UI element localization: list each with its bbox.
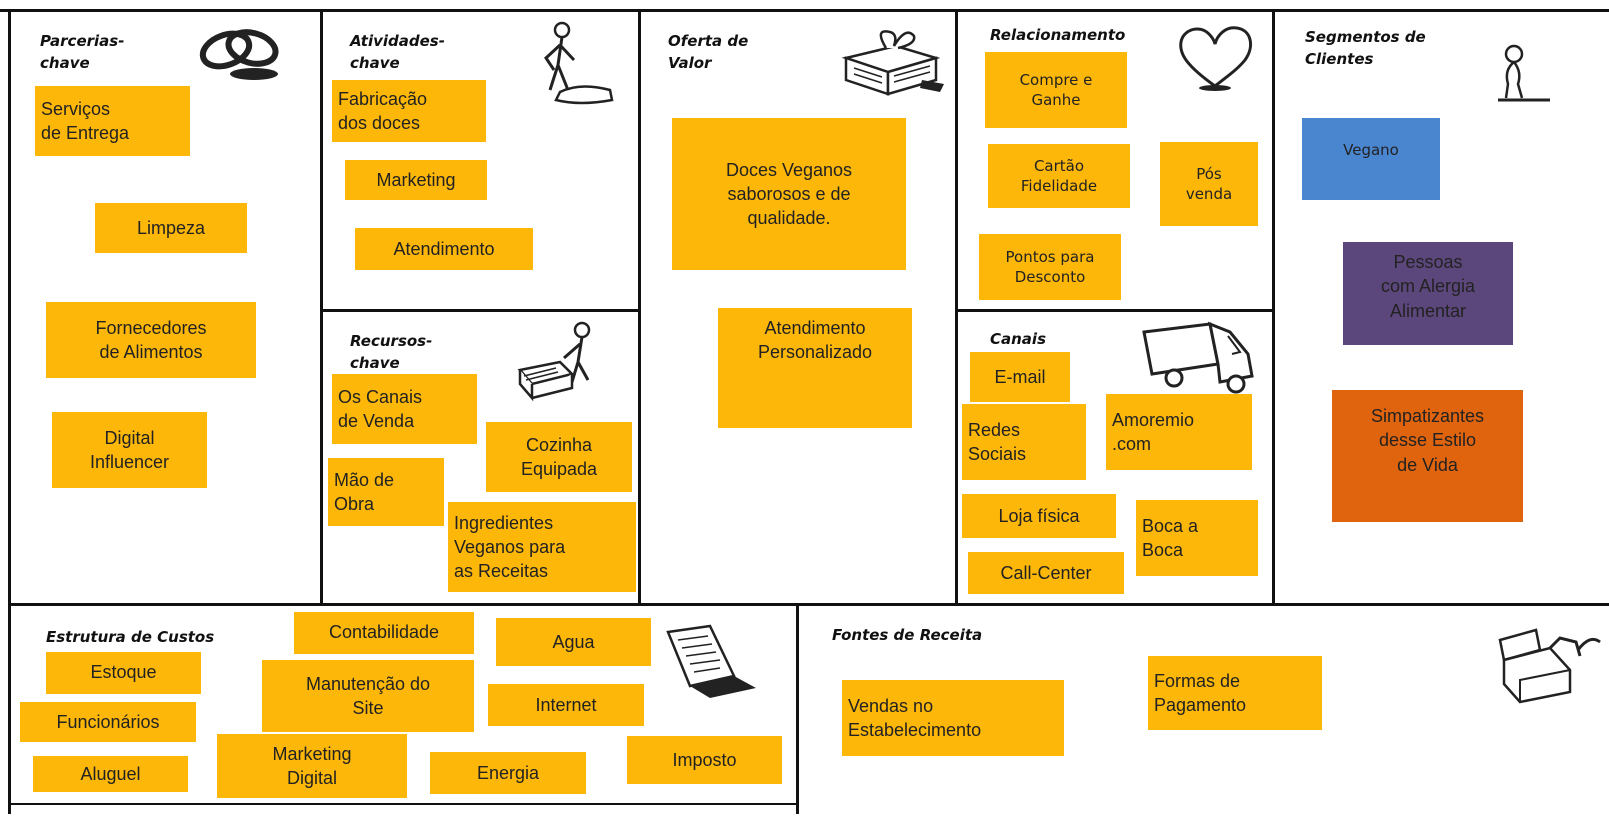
note-doces-veganos: Doces Veganos saborosos e de qualidade.: [672, 118, 906, 270]
note-fabricacao-dos-doces: Fabricação dos doces: [332, 80, 486, 142]
grid-relacionamento-canais-split: [955, 309, 1275, 312]
note-vegano: Vegano: [1302, 118, 1440, 200]
note-e-mail: E-mail: [970, 352, 1070, 402]
note-atendimento: Atendimento: [355, 228, 533, 270]
truck-icon: [1142, 321, 1254, 394]
note-cozinha-equipada: Cozinha Equipada: [486, 422, 632, 492]
grid-divider-2: [638, 9, 641, 605]
grid-left-border: [8, 9, 11, 814]
note-pontos-para-desconto: Pontos para Desconto: [979, 234, 1121, 300]
note-amoremio-com: Amoremio .com: [1106, 394, 1252, 470]
note-cartao-fidelidade: Cartão Fidelidade: [988, 144, 1130, 208]
grid-bottom-divider: [796, 603, 799, 814]
note-energia: Energia: [430, 752, 586, 794]
note-agua: Agua: [496, 618, 651, 666]
grid-divider-3: [955, 9, 958, 605]
note-estoque: Estoque: [46, 652, 201, 694]
header-oferta-de-valor: Oferta de Valor: [668, 32, 749, 72]
note-pessoas-com-alergia: Pessoas com Alergia Alimentar: [1343, 242, 1513, 345]
worker-with-cart-icon: [517, 321, 591, 402]
note-mao-de-obra: Mão de Obra: [328, 458, 444, 526]
note-redes-sociais: Redes Sociais: [962, 404, 1086, 480]
header-estrutura-de-custos: Estrutura de Custos: [46, 628, 215, 646]
note-imposto: Imposto: [627, 736, 782, 784]
note-vendas-no-estabelecimento: Vendas no Estabelecimento: [842, 680, 1064, 756]
note-formas-de-pagamento: Formas de Pagamento: [1148, 656, 1322, 730]
document-icon: [666, 624, 756, 698]
worker-icon: [544, 21, 614, 105]
note-funcionarios: Funcionários: [20, 702, 196, 742]
note-servicos-de-entrega: Serviços de Entrega: [35, 86, 190, 156]
note-loja-fisica: Loja física: [962, 494, 1116, 538]
header-recursos-chave: Recursos- chave: [350, 332, 433, 372]
grid-divider-4: [1272, 9, 1275, 605]
note-simpatizantes: Simpatizantes desse Estilo de Vida: [1332, 390, 1523, 522]
note-manutencao-do-site: Manutenção do Site: [262, 660, 474, 732]
note-limpeza: Limpeza: [95, 203, 247, 253]
header-canais: Canais: [990, 330, 1047, 348]
note-os-canais-de-venda: Os Canais de Venda: [332, 374, 477, 444]
header-parcerias-chave: Parcerias- chave: [40, 32, 125, 72]
grid-divider-1: [320, 9, 323, 605]
heart-icon: [1179, 26, 1253, 91]
grid-atividades-recursos-split: [320, 309, 640, 312]
grid-middle-horizontal: [8, 603, 1609, 606]
note-marketing-digital: Marketing Digital: [217, 734, 407, 798]
note-fornecedores-de-alimentos: Fornecedores de Alimentos: [46, 302, 256, 378]
note-internet: Internet: [488, 684, 644, 726]
note-ingredientes-veganos: Ingredientes Veganos para as Receitas: [448, 502, 636, 592]
header-atividades-chave: Atividades- chave: [350, 32, 445, 72]
note-compre-e-ganhe: Compre e Ganhe: [985, 52, 1127, 128]
note-digital-influencer: Digital Influencer: [52, 412, 207, 488]
grid-top-border: [0, 9, 1609, 12]
header-relacionamento: Relacionamento: [990, 26, 1126, 44]
note-pos-venda: Pós venda: [1160, 142, 1258, 226]
grid-bottom-border: [8, 803, 798, 805]
note-contabilidade: Contabilidade: [294, 612, 474, 654]
note-aluguel: Aluguel: [33, 756, 188, 792]
note-boca-a-boca: Boca a Boca: [1136, 500, 1258, 576]
note-call-center: Call-Center: [968, 552, 1124, 594]
chain-link-icon: [199, 29, 279, 80]
gift-box-icon: [841, 30, 944, 96]
cash-register-icon: [1498, 628, 1601, 704]
header-fontes-de-receita: Fontes de Receita: [832, 626, 983, 644]
note-marketing: Marketing: [345, 160, 487, 200]
person-icon: [1498, 44, 1550, 102]
note-atendimento-personalizado: Atendimento Personalizado: [718, 308, 912, 428]
header-segmentos-de-clientes: Segmentos de Clientes: [1305, 28, 1426, 68]
